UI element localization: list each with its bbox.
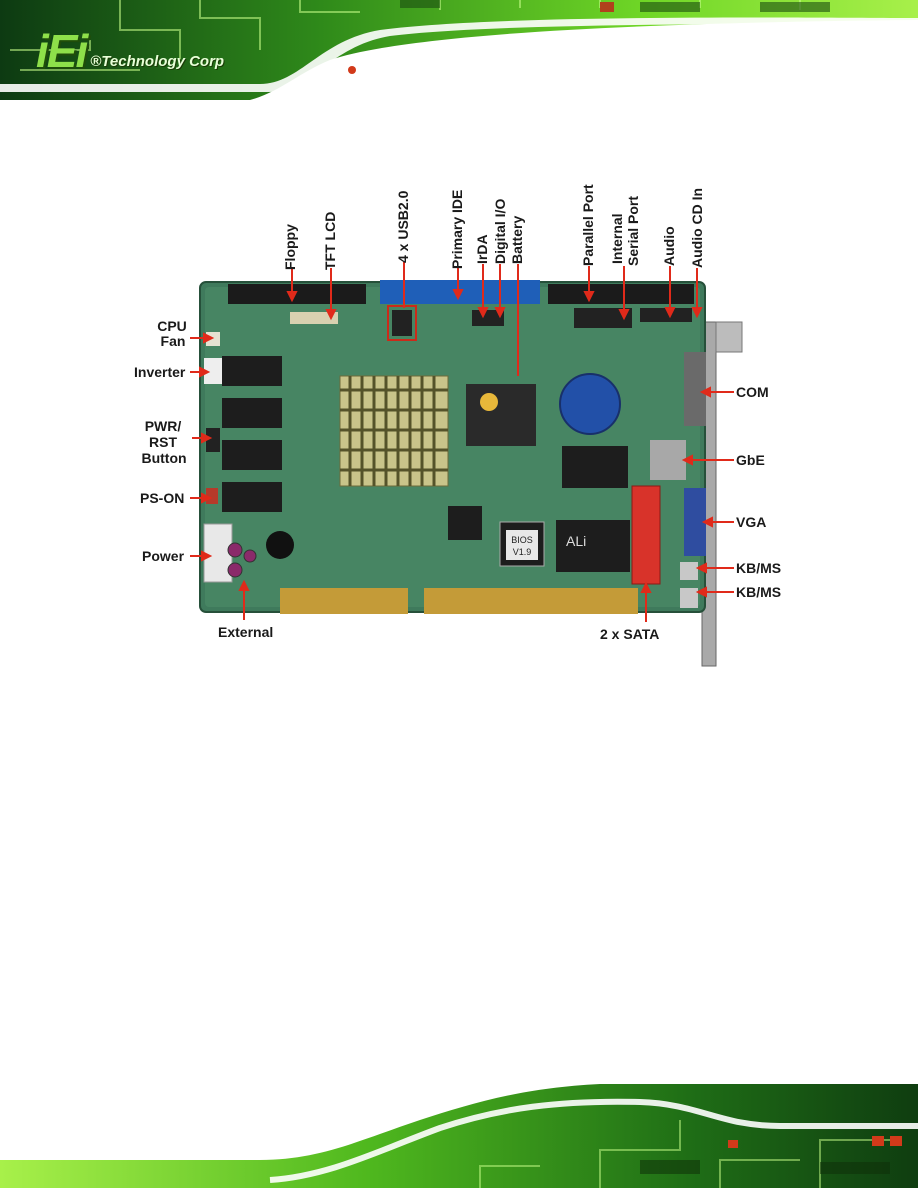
chipset: [466, 384, 536, 446]
edge-connector: [280, 588, 638, 614]
memory-chips: [222, 356, 282, 512]
label-rst: RST: [149, 434, 177, 450]
label-sata: 2 x SATA: [600, 626, 660, 642]
label-cpu: CPU: [157, 318, 187, 334]
label-ps-on: PS-ON: [140, 490, 185, 506]
company-logo: iEi ®Technology Corp: [36, 28, 224, 74]
label-kbms-2: KB/MS: [736, 584, 782, 600]
header-banner: iEi ®Technology Corp: [0, 0, 918, 108]
label-audio-cd-in: Audio CD In: [689, 187, 705, 268]
label-tft-lcd: TFT LCD: [322, 211, 338, 270]
cpu-heatsink: [339, 375, 449, 487]
logo-mark: iEi: [36, 25, 88, 77]
ali-chip-label: ALi: [566, 533, 586, 549]
callout-arrows: [190, 262, 734, 622]
label-audio: Audio: [661, 226, 677, 266]
label-primary-ide: Primary IDE: [449, 189, 465, 269]
label-fan: Fan: [160, 333, 186, 349]
label-button: Button: [141, 450, 187, 466]
label-kbms-1: KB/MS: [736, 560, 782, 576]
label-irda: IrDA: [474, 234, 490, 264]
battery: [559, 373, 621, 435]
label-gbe: GbE: [736, 452, 765, 468]
label-com: COM: [736, 384, 769, 400]
bios-label: BIOS: [511, 535, 533, 545]
label-floppy: Floppy: [282, 224, 298, 270]
label-vga: VGA: [736, 514, 767, 530]
vga-port: [684, 488, 706, 556]
label-serial-port: Serial Port: [625, 195, 641, 266]
label-parallel-port: Parallel Port: [580, 184, 596, 266]
label-battery: Battery: [509, 215, 525, 264]
label-inverter: Inverter: [134, 364, 186, 380]
gbe-port: [650, 440, 686, 480]
bios-version: V1.9: [513, 547, 532, 557]
com-port: [684, 352, 706, 426]
parallel-connector: [548, 284, 694, 304]
circuit-pattern-bottom: [0, 1084, 918, 1188]
label-internal: Internal: [609, 213, 625, 264]
sata-connectors: [631, 485, 661, 585]
label-power: Power: [142, 548, 185, 564]
floppy-connector: [228, 284, 366, 304]
circuit-pattern-top: [0, 0, 918, 100]
bios-chip: BIOS V1.9: [499, 521, 545, 567]
label-external: External: [218, 624, 274, 640]
label-pwr: PWR/: [144, 418, 182, 434]
footer-banner: [0, 1080, 918, 1188]
logo-text: ®Technology Corp: [90, 53, 225, 70]
label-usb: 4 x USB2.0: [395, 190, 411, 263]
label-digital-io: Digital I/O: [492, 198, 508, 264]
